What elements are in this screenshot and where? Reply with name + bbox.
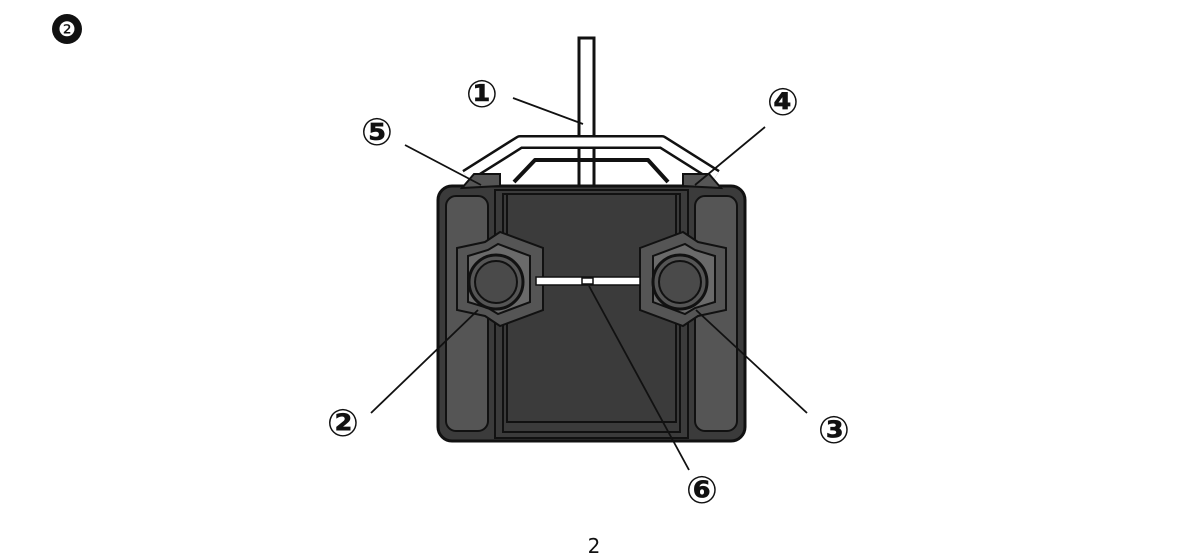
callout-2: ② (323, 403, 363, 443)
page-number: 2 (582, 536, 606, 556)
antenna (579, 38, 594, 188)
left-stick (457, 232, 543, 326)
callout-3: ③ (814, 410, 854, 450)
callout-6: ⑥ (682, 470, 722, 510)
right-stick (640, 232, 726, 326)
callout-1: ① (462, 74, 502, 114)
power-switch (536, 277, 640, 285)
leader-line-1 (513, 98, 583, 124)
callout-5: ⑤ (357, 112, 397, 152)
callout-4: ④ (763, 82, 803, 122)
leader-line-4 (695, 127, 765, 185)
leader-line-5 (405, 145, 481, 185)
